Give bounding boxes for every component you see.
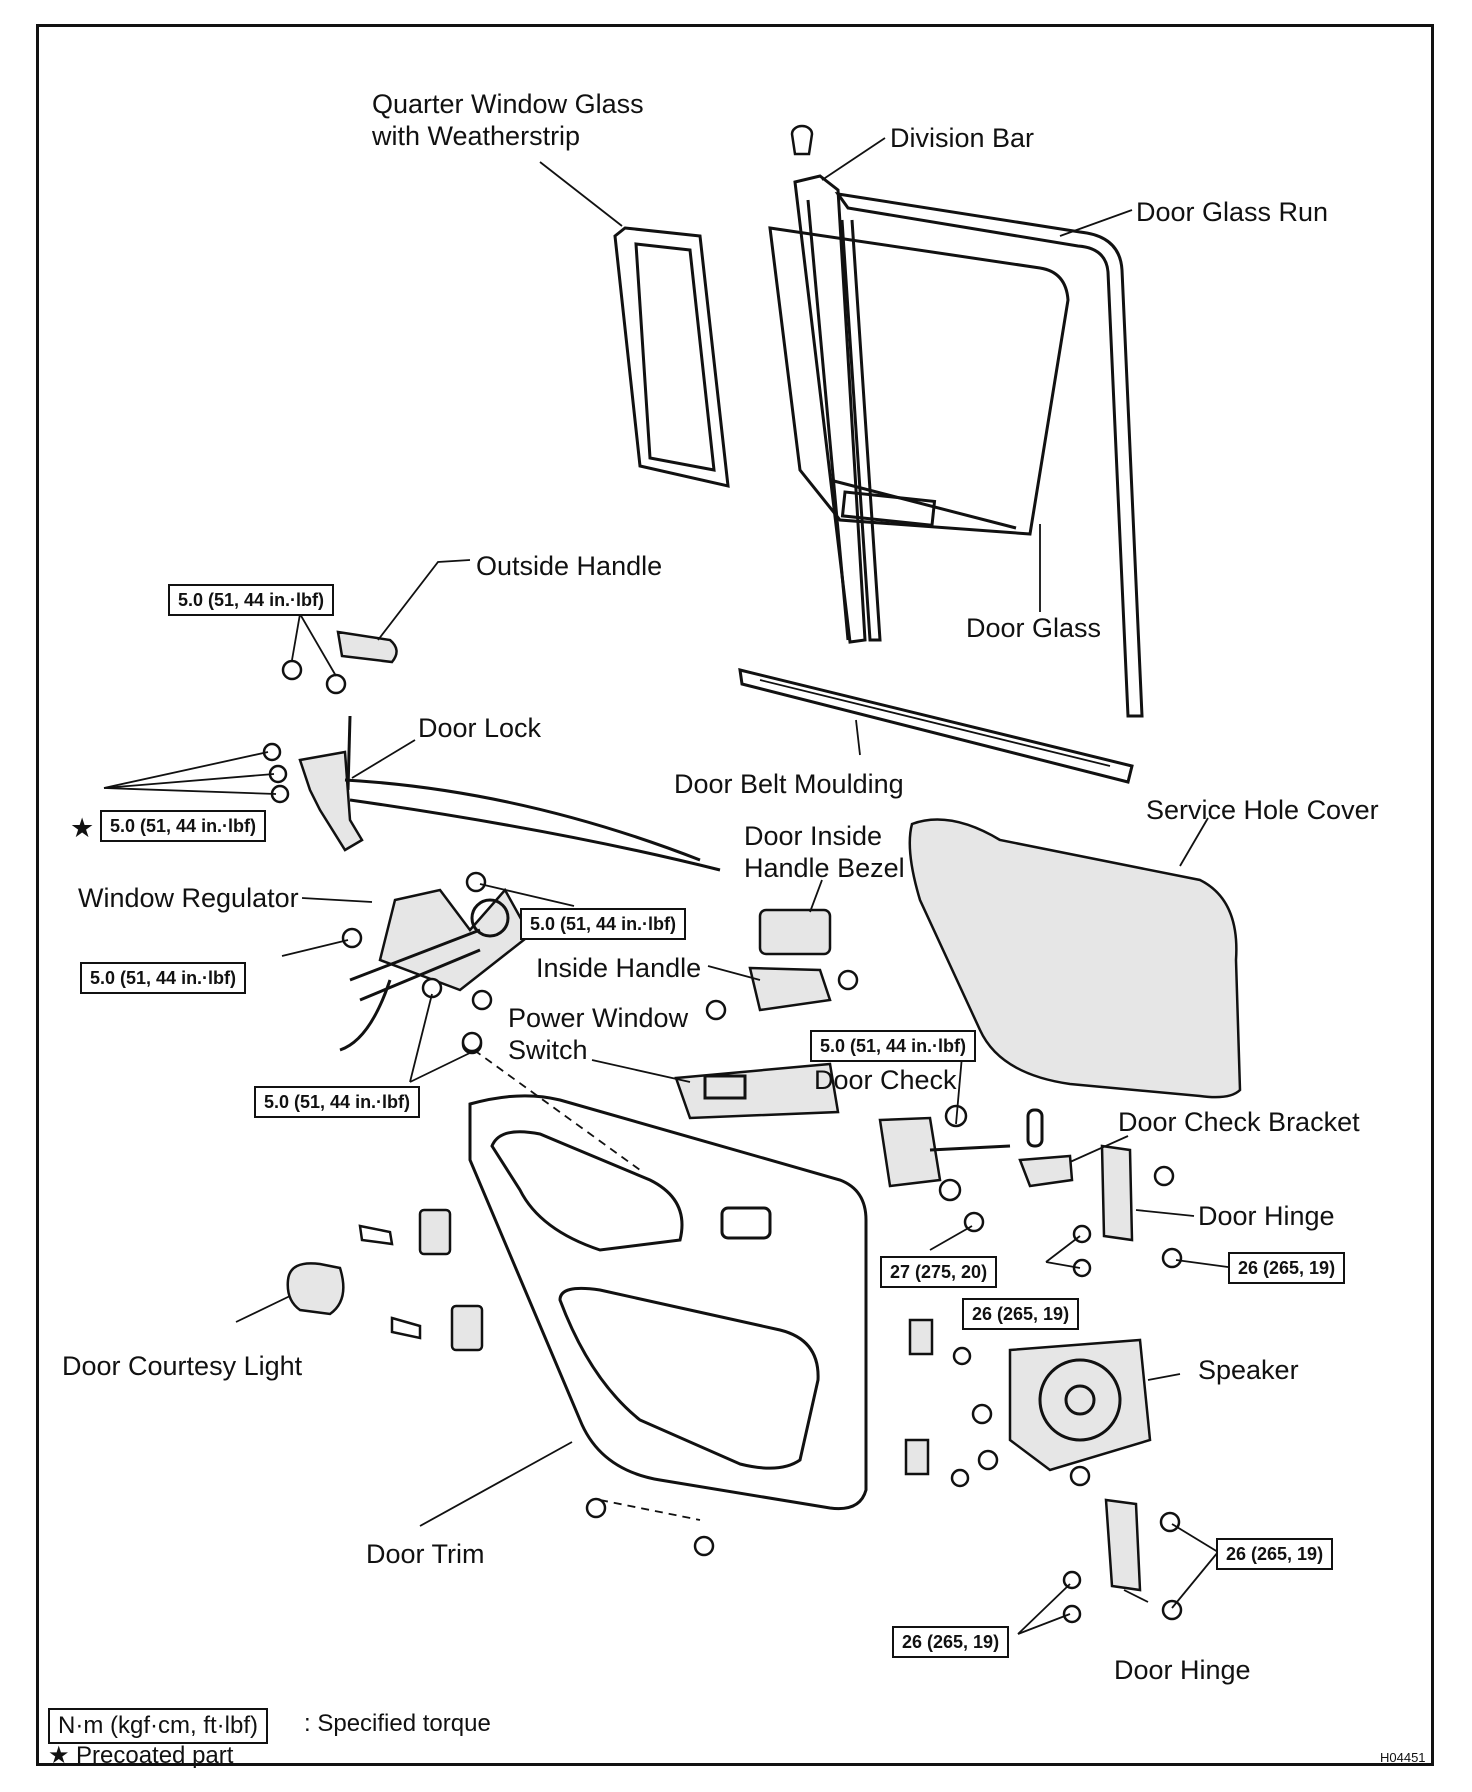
figure-code: H04451 <box>1380 1750 1426 1765</box>
door-lock <box>262 715 721 872</box>
label-quarter-window-glass-line1: Quarter Window Glass <box>372 89 644 119</box>
label-quarter-window-glass-line2: with Weatherstrip <box>372 121 581 151</box>
outside-handle <box>281 630 398 695</box>
label-door-lock: Door Lock <box>418 713 542 743</box>
door-trim <box>461 1031 868 1557</box>
legend-torque-unit: N·m (kgf·cm, ft·lbf) <box>48 1708 268 1744</box>
torque-hinge-lower-body: 26 (265, 19) <box>892 1626 1010 1658</box>
torque-hinge-lower-right: 26 (265, 19) <box>1216 1538 1334 1570</box>
door-hinge-lower <box>1062 1498 1183 1624</box>
inside-handle-assembly <box>705 908 859 1021</box>
door-hinge-upper <box>1072 1144 1183 1278</box>
legend-star: ★ <box>48 1742 70 1769</box>
label-door-hinge-upper: Door Hinge <box>1198 1201 1335 1231</box>
label-door-check: Door Check <box>814 1065 957 1095</box>
torque-hinge-upper-right: 26 (265, 19) <box>1228 1252 1346 1284</box>
window-regulator <box>339 871 532 1055</box>
speaker <box>971 1338 1152 1487</box>
label-door-check-bracket: Door Check Bracket <box>1118 1107 1360 1137</box>
legend-torque-text: : Specified torque <box>304 1710 491 1737</box>
label-door-hinge-lower: Door Hinge <box>1114 1655 1251 1685</box>
service-hole-cover <box>908 818 1242 1099</box>
quarter-window-glass <box>613 226 730 488</box>
door-check <box>878 1104 1074 1233</box>
label-division-bar: Division Bar <box>890 123 1035 153</box>
label-power-window-switch-line1: Power Window <box>508 1003 689 1033</box>
label-door-belt-moulding: Door Belt Moulding <box>674 769 904 799</box>
label-speaker: Speaker <box>1198 1355 1299 1385</box>
label-door-inside-handle-bezel-line2: Handle Bezel <box>744 853 905 883</box>
diagram-frame <box>36 24 1434 1766</box>
torque-inside-handle: 5.0 (51, 44 in.·lbf) <box>810 1030 977 1062</box>
torque-check-bracket: 27 (275, 20) <box>880 1256 998 1288</box>
power-window-switch <box>674 1062 840 1120</box>
label-door-glass-run: Door Glass Run <box>1136 197 1329 227</box>
label-inside-handle: Inside Handle <box>536 953 702 983</box>
door-belt-moulding <box>738 668 1134 784</box>
torque-outside-handle: 5.0 (51, 44 in.·lbf) <box>168 584 335 616</box>
label-service-hole-cover: Service Hole Cover <box>1146 795 1379 825</box>
torque-regulator-left: 5.0 (51, 44 in.·lbf) <box>80 962 247 994</box>
torque-hinge-upper-body: 26 (265, 19) <box>962 1298 1080 1330</box>
torque-regulator-top: 5.0 (51, 44 in.·lbf) <box>520 908 687 940</box>
door-courtesy-light <box>286 1262 345 1316</box>
label-outside-handle: Outside Handle <box>476 551 663 581</box>
label-door-inside-handle-bezel-line1: Door Inside <box>744 821 883 851</box>
label-door-courtesy-light: Door Courtesy Light <box>62 1351 303 1381</box>
torque-door-lock: 5.0 (51, 44 in.·lbf) <box>100 810 267 842</box>
door-glass-run <box>834 191 1144 718</box>
label-power-window-switch-line2: Switch <box>508 1035 588 1065</box>
label-window-regulator: Window Regulator <box>78 883 299 913</box>
trim-clips <box>358 1208 972 1488</box>
label-door-glass: Door Glass <box>966 613 1102 643</box>
torque-regulator-bottom: 5.0 (51, 44 in.·lbf) <box>254 1086 421 1118</box>
legend-precoated: Precoated part <box>76 1742 234 1769</box>
label-door-trim: Door Trim <box>366 1539 485 1569</box>
leader-lines <box>103 137 1251 1635</box>
division-bar <box>790 124 867 644</box>
precoated-star-door-lock: ★ <box>70 813 95 843</box>
door-glass <box>768 226 1070 536</box>
